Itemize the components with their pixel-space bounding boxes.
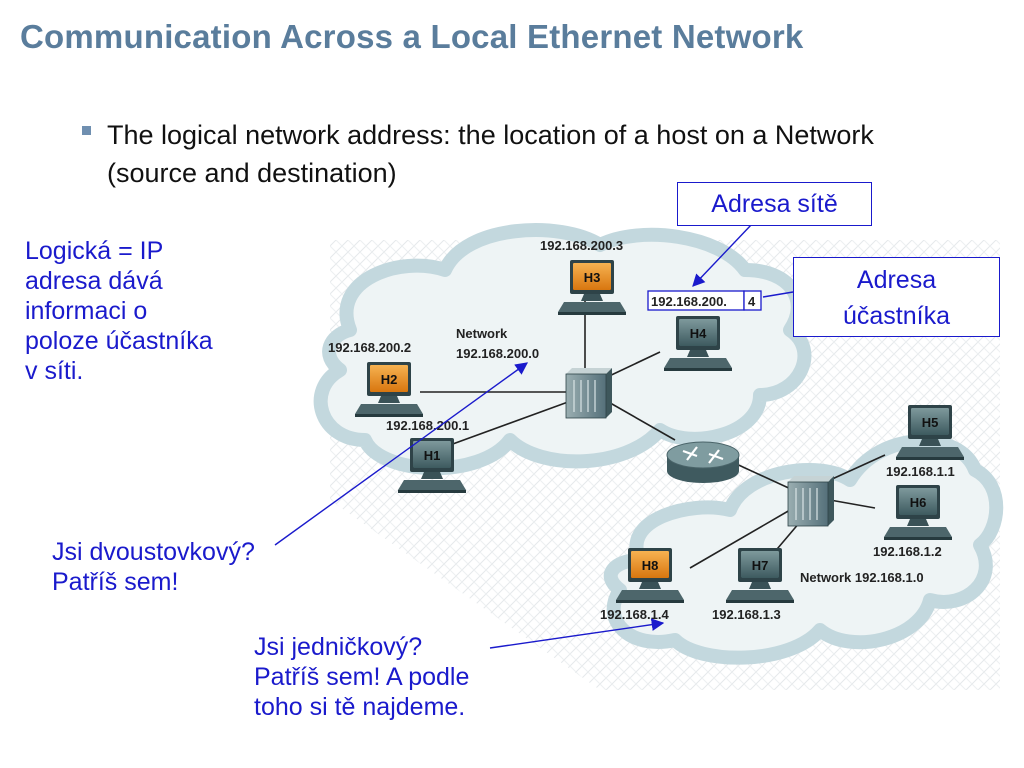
arrow-adresa-ucastnika bbox=[762, 291, 794, 298]
host-h5-icon bbox=[896, 405, 964, 460]
host-ip: 192.168.1.2 bbox=[873, 544, 942, 559]
host-ip: 192.168.200.3 bbox=[540, 238, 623, 253]
network-links bbox=[420, 300, 886, 569]
host-name: H3 bbox=[584, 270, 601, 285]
switch-a-icon bbox=[565, 368, 612, 419]
host-h2-icon bbox=[355, 362, 423, 417]
note-line: Jsi dvoustovkový? bbox=[52, 538, 255, 566]
host-ip: 192.168.200.2 bbox=[328, 340, 411, 355]
arrow-adresa-site bbox=[692, 223, 753, 287]
bullet-square-icon bbox=[82, 126, 91, 135]
host-ip: 192.168.1.1 bbox=[886, 464, 955, 479]
host-ip: 192.168.1.4 bbox=[600, 607, 669, 622]
router-icon bbox=[666, 441, 740, 483]
bullet-text: The logical network address: the locatio… bbox=[107, 120, 874, 188]
host-h3-icon bbox=[558, 260, 626, 315]
note-line: v síti. bbox=[25, 357, 84, 385]
host-part-box bbox=[743, 290, 762, 311]
adresa-ucastnika-line: účastníka bbox=[842, 302, 950, 330]
note-line: toho si tě najdeme. bbox=[254, 693, 466, 721]
host-name: H1 bbox=[424, 448, 441, 463]
logicka-note: Logická = IP adresa dává informaci o pol… bbox=[25, 236, 295, 386]
arrow-jednickovy bbox=[489, 618, 665, 649]
adresa-ucastnika-line: Adresa bbox=[856, 266, 937, 294]
cloud-network-200 bbox=[313, 223, 812, 476]
host-h6-icon bbox=[884, 485, 952, 540]
network-a-address: 192.168.200.0 bbox=[456, 346, 539, 361]
network-b-label: Network 192.168.1.0 bbox=[800, 570, 924, 585]
note-line: informaci o bbox=[25, 297, 148, 325]
note-line: Logická = IP bbox=[25, 237, 164, 265]
host-name: H5 bbox=[922, 415, 939, 430]
host-h4-icon bbox=[664, 316, 732, 371]
host-name: H4 bbox=[690, 326, 707, 341]
host-name: H2 bbox=[381, 372, 398, 387]
host-ip-network-part: 192.168.200. bbox=[651, 294, 727, 309]
host-name: H6 bbox=[910, 495, 927, 510]
adresa-ucastnika-box: Adresa účastníka bbox=[793, 257, 1000, 337]
host-h8-icon bbox=[616, 548, 684, 603]
note-line: Patříš sem! A podle bbox=[254, 663, 470, 691]
host-ip: 192.168.1.3 bbox=[712, 607, 781, 622]
host-ip-host-part: 4 bbox=[748, 294, 756, 309]
note-line: poloze účastníka bbox=[25, 327, 213, 355]
switch-b-icon bbox=[787, 476, 834, 527]
host-h1-icon bbox=[398, 438, 466, 493]
host-ip: 192.168.200.1 bbox=[386, 418, 469, 433]
adresa-site-box: Adresa sítě bbox=[677, 182, 872, 226]
network-a-label: Network bbox=[456, 326, 508, 341]
host-name: H8 bbox=[642, 558, 659, 573]
host-h7-icon bbox=[726, 548, 794, 603]
note-line: Patříš sem! bbox=[52, 568, 179, 596]
slide-title: Communication Across a Local Ethernet Ne… bbox=[20, 18, 804, 55]
host-name: H7 bbox=[752, 558, 769, 573]
note-line: Jsi jedničkový? bbox=[254, 633, 423, 661]
dvoustovkovy-note: Jsi dvoustovkový? Patříš sem! bbox=[52, 537, 372, 597]
jednickovy-note: Jsi jedničkový? Patříš sem! A podle toho… bbox=[254, 632, 574, 722]
note-line: adresa dává bbox=[25, 267, 163, 295]
arrow-dvoustovkovy bbox=[274, 362, 529, 546]
